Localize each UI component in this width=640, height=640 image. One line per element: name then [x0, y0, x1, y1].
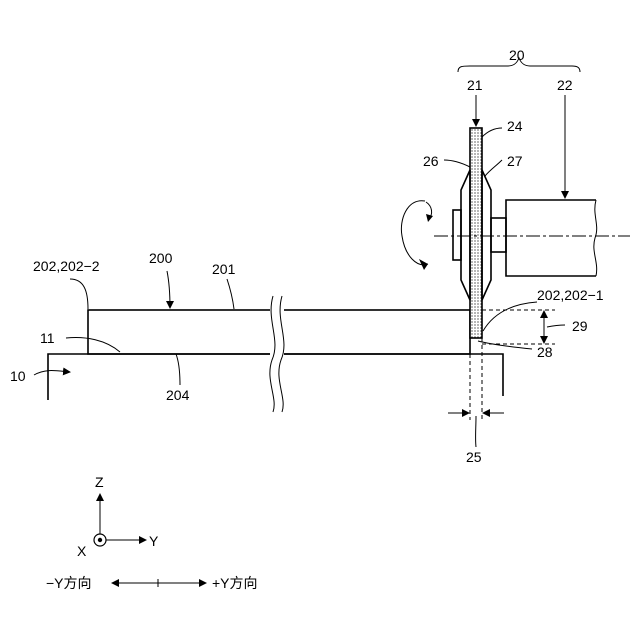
reference-labels: 20 21 22 24 26 27 200 201 202,202−2 202,…: [10, 47, 604, 465]
label-22: 22: [557, 77, 573, 93]
leader-lines: [34, 95, 565, 447]
label-10: 10: [10, 368, 26, 384]
axis-y-label: Y: [149, 533, 159, 549]
minus-y-direction-label: −Y方向: [46, 575, 92, 591]
coordinate-axes: Z Y X: [77, 474, 159, 559]
label-28: 28: [537, 344, 553, 360]
label-204: 204: [166, 387, 190, 403]
rotation-arrow-icon: [401, 201, 433, 270]
label-27: 27: [507, 153, 523, 169]
label-11: 11: [40, 330, 55, 346]
label-202-2: 202,202−2: [33, 258, 100, 274]
label-29: 29: [572, 318, 588, 334]
spindle-housing: [506, 200, 597, 276]
label-24: 24: [507, 118, 523, 134]
plus-y-direction-label: +Y方向: [212, 575, 258, 591]
label-26: 26: [423, 153, 439, 169]
axis-z-label: Z: [95, 474, 104, 490]
label-202-1: 202,202−1: [537, 287, 604, 303]
label-20: 20: [509, 47, 525, 63]
label-25: 25: [466, 449, 482, 465]
break-lines: [270, 296, 284, 412]
axis-x-label: X: [77, 543, 87, 559]
label-200: 200: [149, 250, 173, 266]
cutting-blade: [470, 128, 482, 338]
label-201: 201: [212, 261, 236, 277]
y-direction-indicator: −Y方向 +Y方向: [46, 575, 258, 591]
label-21: 21: [467, 77, 483, 93]
